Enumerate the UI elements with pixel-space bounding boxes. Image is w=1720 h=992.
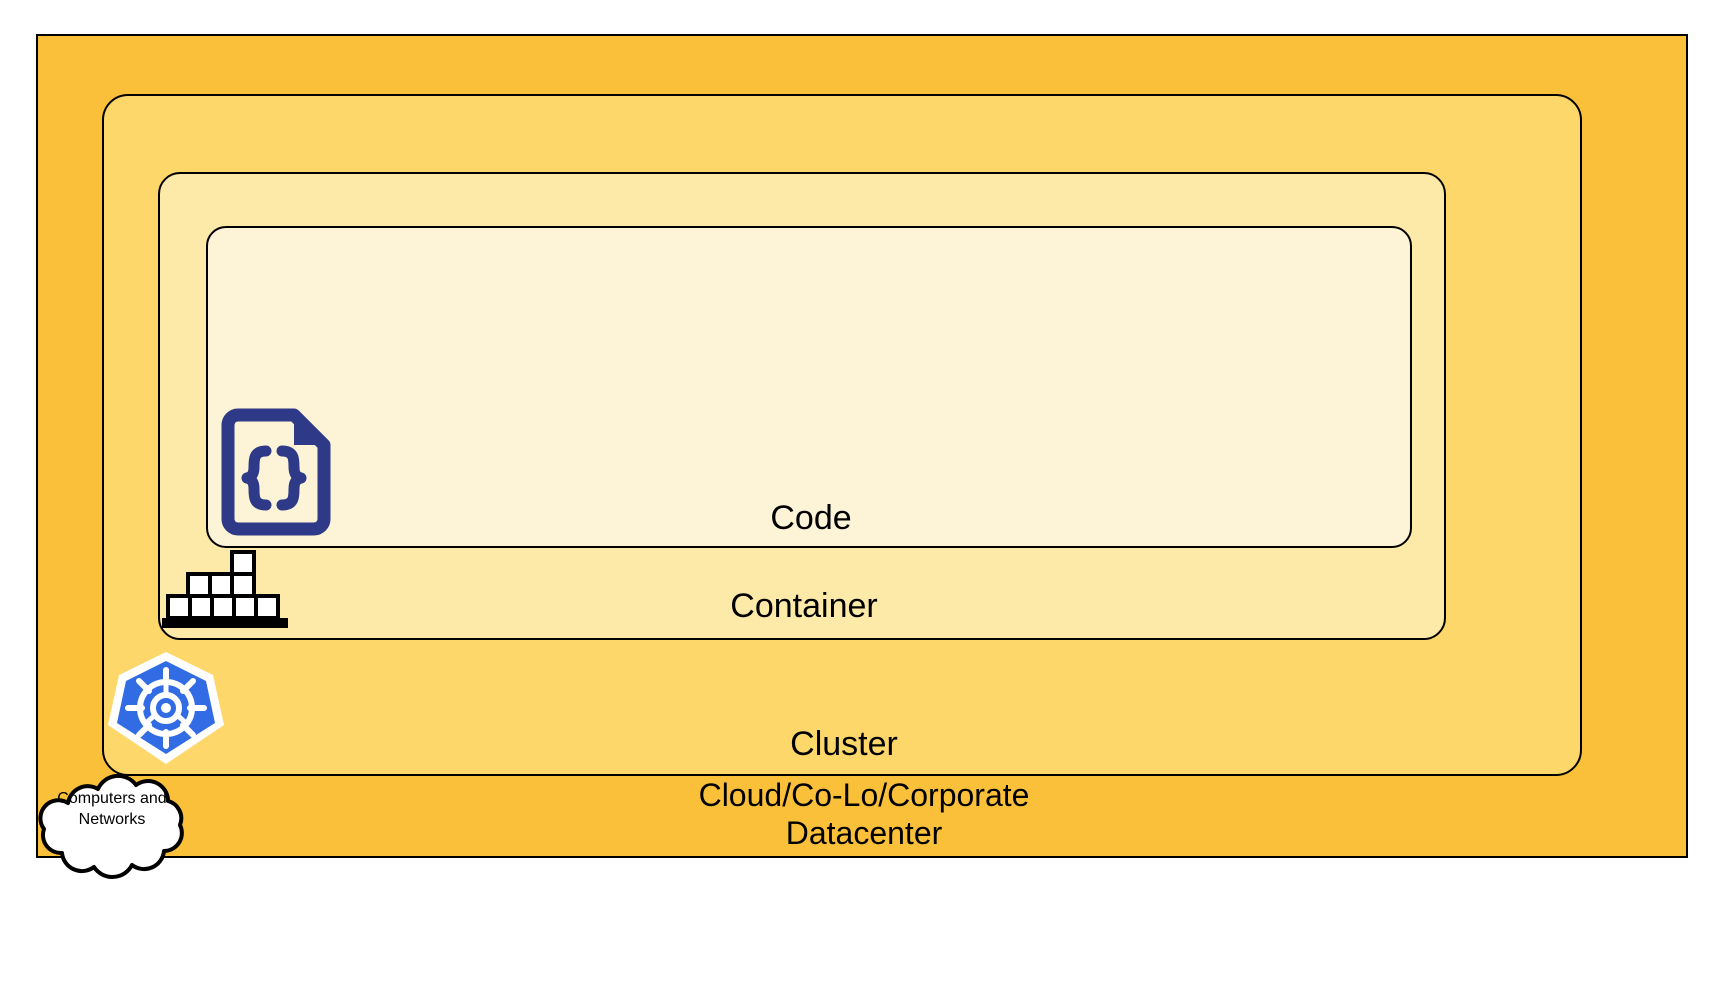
layer-cluster-label: Cluster (790, 725, 898, 763)
cloud-icon (28, 773, 196, 879)
layer-container-label: Container (730, 587, 878, 625)
container-stack-icon (162, 550, 292, 628)
layer-code-label: Code (770, 499, 852, 537)
layer-cluster: Cluster Container Code (102, 94, 1582, 776)
layer-datacenter-label-line2: Datacenter (785, 815, 943, 851)
layer-code: Code (206, 226, 1412, 548)
code-file-icon (218, 408, 331, 536)
layer-container: Container Code (158, 172, 1446, 640)
kubernetes-icon (108, 650, 224, 766)
layer-datacenter-label-line1: Cloud/Co-Lo/Corporate (698, 777, 1030, 813)
